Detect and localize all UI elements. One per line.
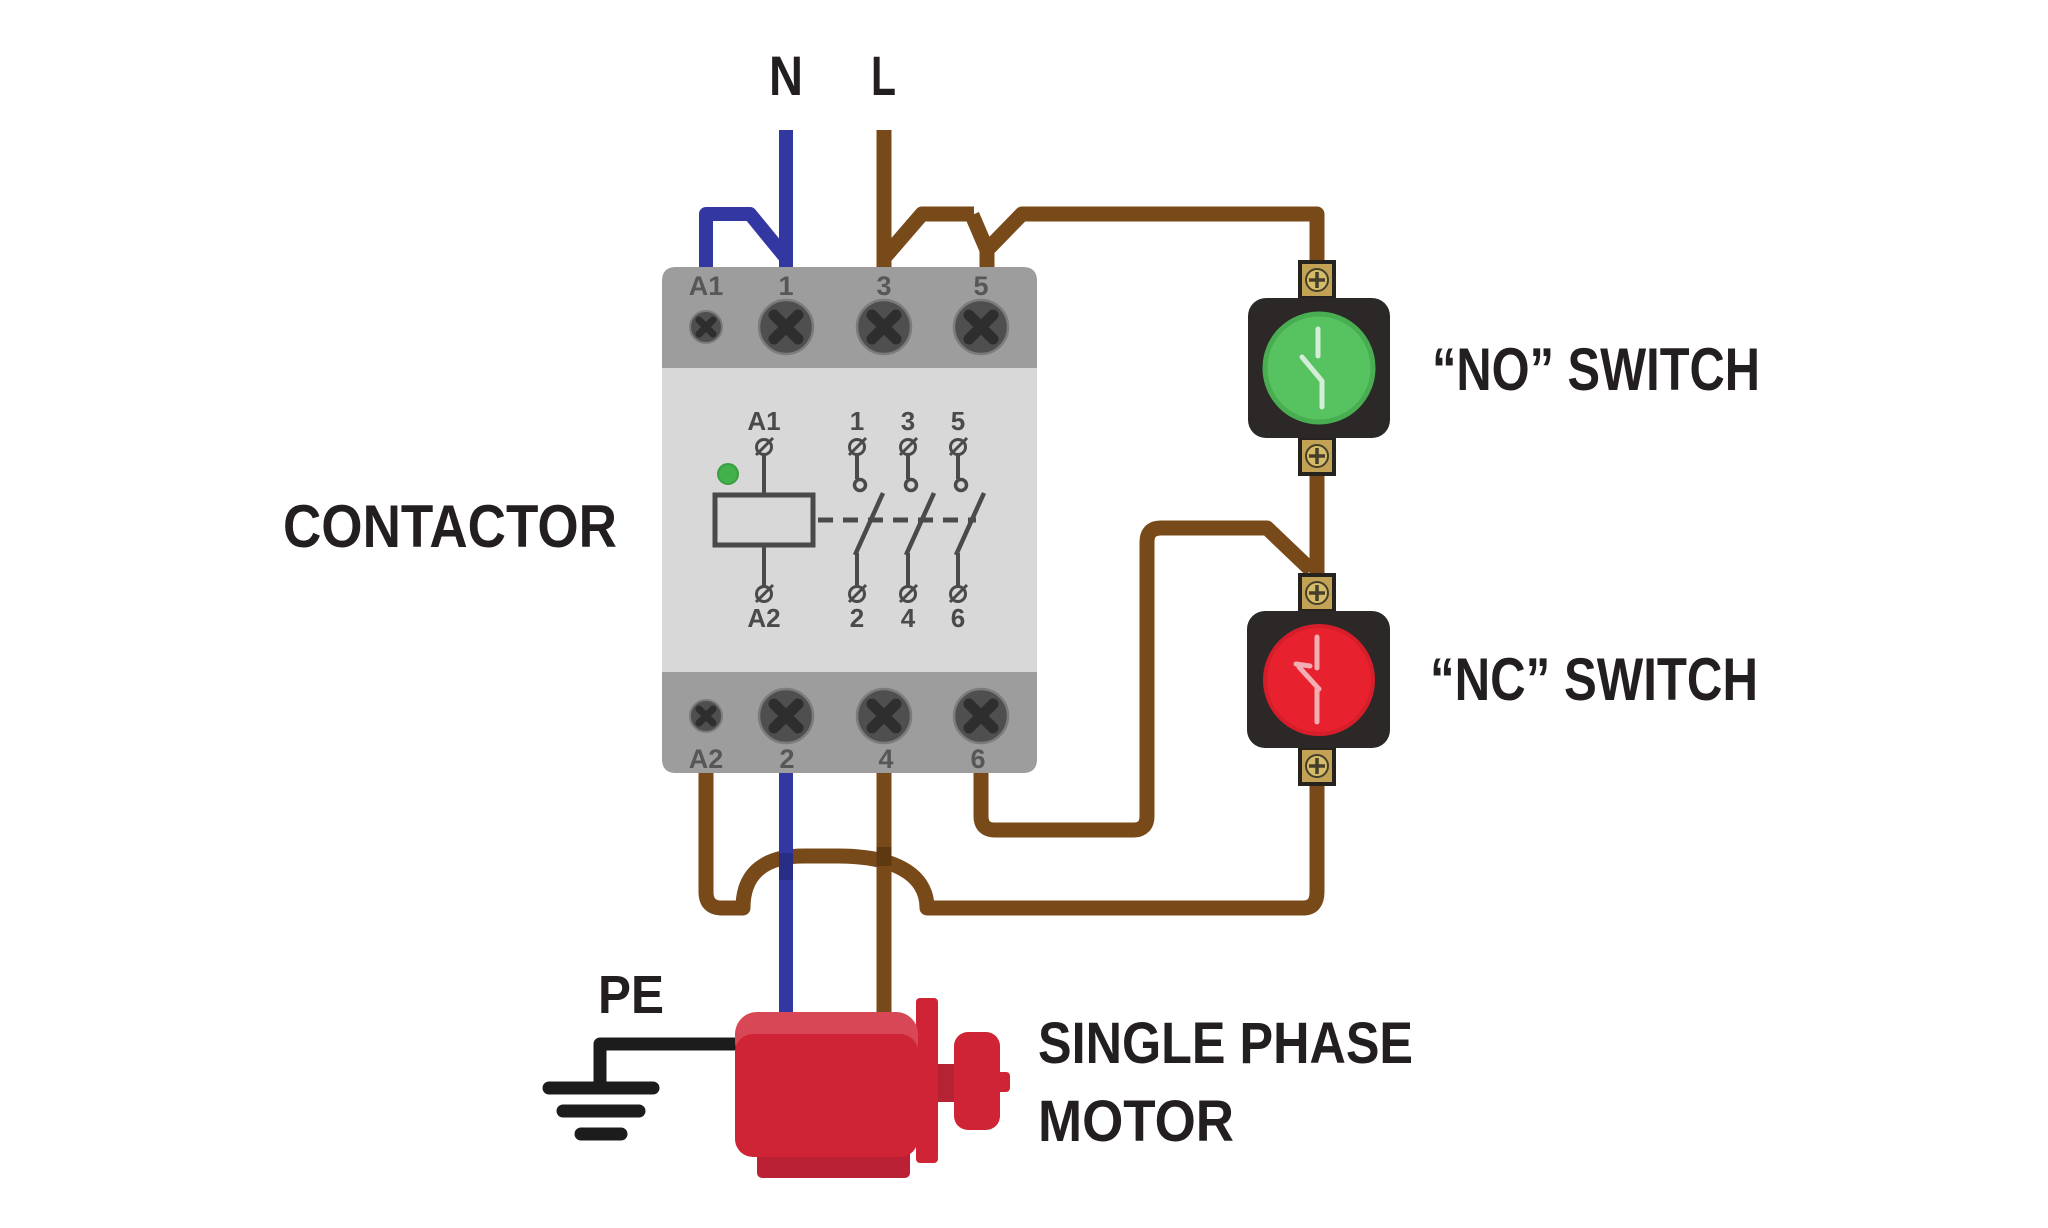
brass-terminal-icon: [1298, 746, 1336, 786]
brass-terminal-icon: [1298, 436, 1336, 476]
brass-terminal-icon: [1298, 573, 1336, 613]
terminal-screw-icon: [855, 298, 913, 356]
no-contact-symbol-icon: [1299, 326, 1325, 410]
line-label: L: [871, 44, 896, 107]
line-branch-wire: [878, 206, 974, 263]
terminal6-aux-wire: [973, 520, 1317, 838]
motor-shaft-connector: [936, 1064, 956, 1102]
motor-label-line2: MOTOR: [1038, 1089, 1234, 1154]
terminal-screw-icon: [689, 310, 723, 344]
nc-switch-button: [1263, 624, 1375, 736]
ground-symbol: [542, 1037, 740, 1141]
terminal-screw-icon: [952, 687, 1010, 745]
no-switch-button: [1262, 311, 1376, 425]
terminal-screw-icon: [757, 687, 815, 745]
svg-text:3: 3: [901, 406, 915, 436]
single-phase-motor: SINGLE PHASE MOTOR: [735, 998, 1413, 1178]
schematic-coil-top-label: A1: [747, 406, 780, 436]
nc-contact-symbol-icon: [1293, 634, 1322, 725]
schematic-coil-bottom-label: A2: [747, 603, 780, 633]
svg-text:2: 2: [850, 603, 864, 633]
nc-switch: “NC” SWITCH: [1247, 573, 1758, 786]
terminal-label-a1: A1: [689, 271, 724, 301]
no-switch-label: “NO” SWITCH: [1432, 336, 1760, 403]
neutral-label: N: [769, 44, 803, 107]
pe-label: PE: [598, 965, 664, 1025]
motor-end-cap: [954, 1032, 1000, 1130]
terminal-label-4: 4: [878, 744, 893, 774]
coil-return-wire: [698, 770, 1325, 916]
terminal-screw-icon: [952, 298, 1010, 356]
contactor-bottom-strip: [662, 672, 1037, 773]
svg-text:1: 1: [850, 406, 864, 436]
terminal-label-5: 5: [973, 271, 988, 301]
motor-body: [735, 1034, 918, 1157]
coil-led-icon: [717, 463, 739, 485]
brass-terminal-icon: [1298, 260, 1336, 300]
wires: [698, 130, 1325, 1016]
contactor-top-strip: [662, 267, 1037, 368]
motor-flange: [916, 998, 938, 1163]
terminal-label-3: 3: [876, 271, 891, 301]
terminal-screw-icon: [689, 699, 723, 733]
terminal-label-1: 1: [778, 271, 793, 301]
terminal-screw-icon: [757, 298, 815, 356]
contactor-label: CONTACTOR: [283, 493, 617, 560]
motor-shaft-nub: [996, 1072, 1010, 1092]
line-to-no-switch-wire: [979, 206, 1325, 264]
svg-text:6: 6: [951, 603, 965, 633]
nc-switch-label: “NC” SWITCH: [1430, 646, 1758, 713]
pe-wire: [593, 1037, 740, 1087]
terminal-label-2: 2: [779, 744, 794, 774]
svg-text:4: 4: [901, 603, 916, 633]
terminal-label-6: 6: [970, 744, 985, 774]
no-switch: “NO” SWITCH: [1248, 260, 1760, 476]
svg-text:5: 5: [951, 406, 965, 436]
terminal-label-a2: A2: [689, 744, 724, 774]
terminal-screw-icon: [855, 687, 913, 745]
motor-label-line1: SINGLE PHASE: [1038, 1011, 1413, 1076]
neutral-branch-wire: [699, 207, 792, 270]
contactor: A1 1 3 5: [662, 267, 1037, 774]
contactor-schematic: A1 A2 1 2 3: [712, 406, 987, 633]
